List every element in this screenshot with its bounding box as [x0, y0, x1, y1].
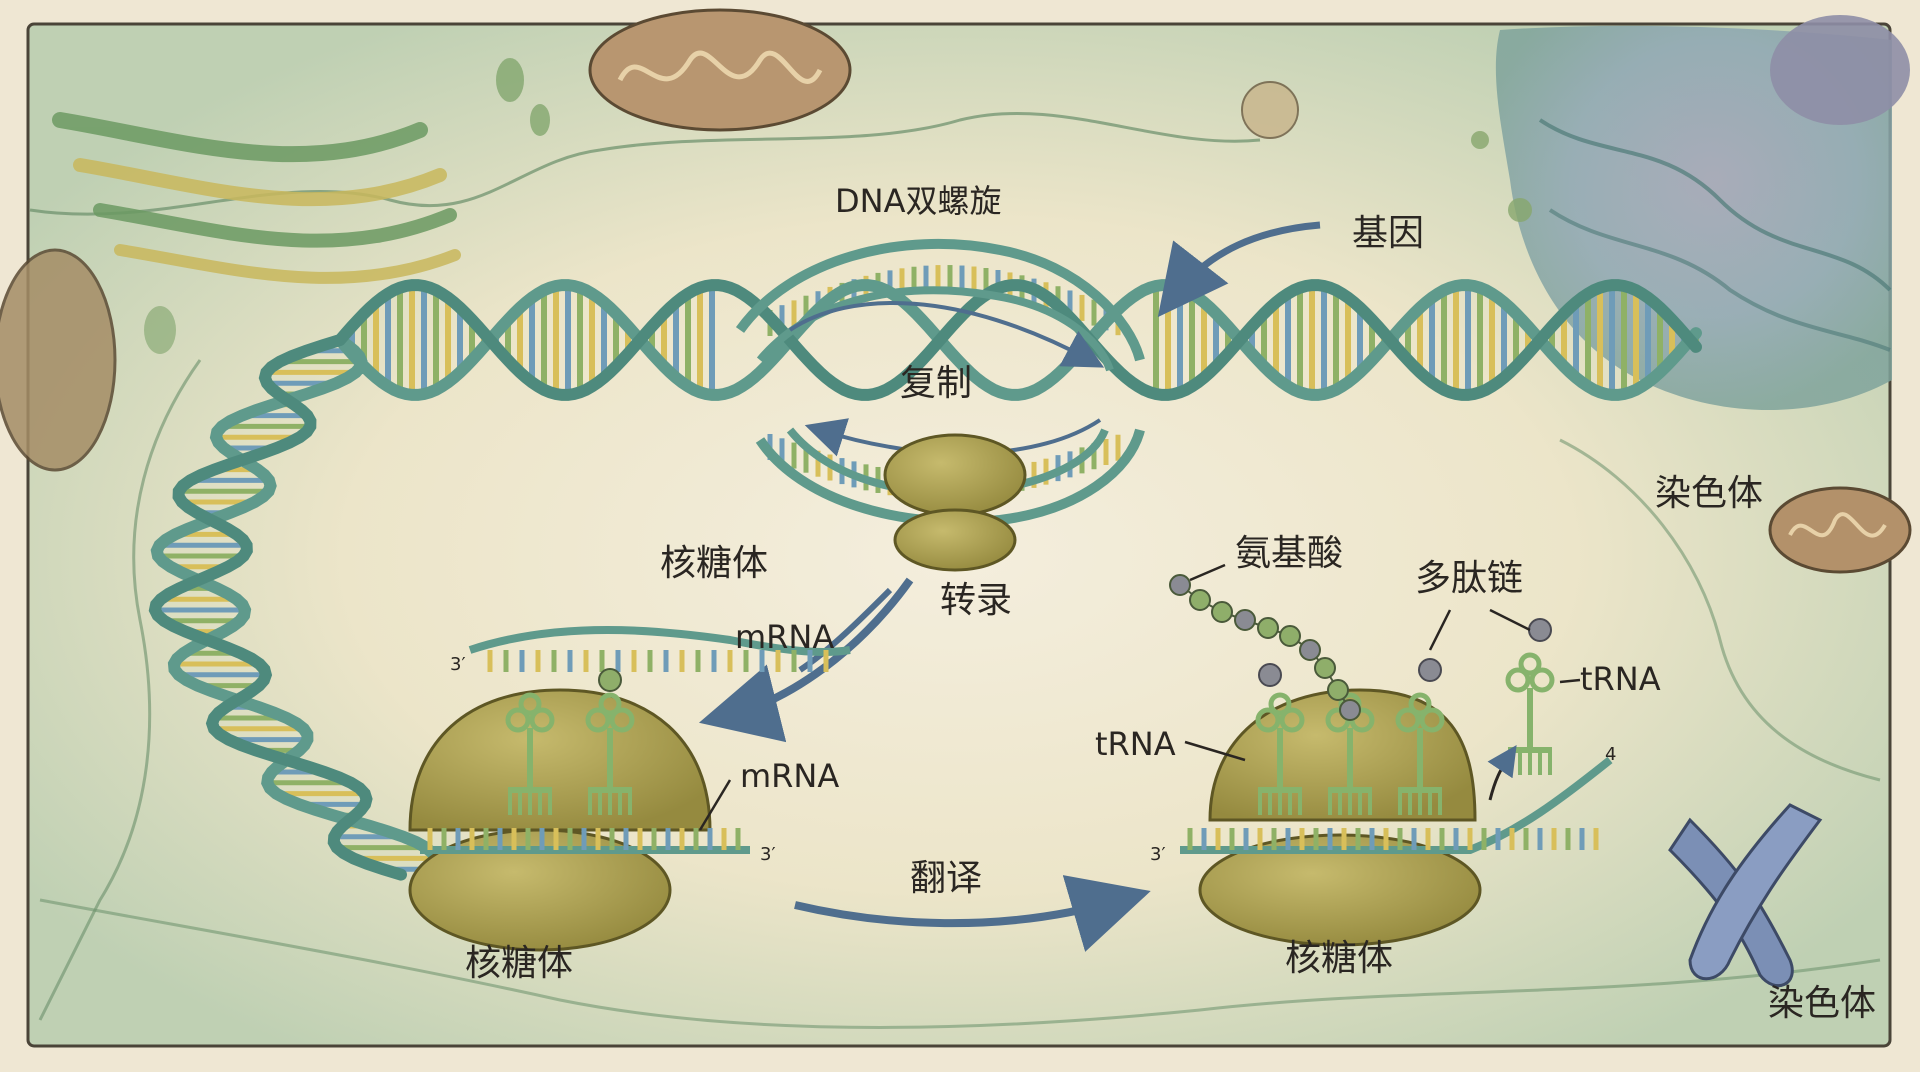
amino-acid-ball: [1189, 589, 1211, 611]
amino-acid-ball: [1314, 657, 1336, 679]
amino-acid-ball: [1327, 679, 1349, 701]
trna-loop: [1408, 692, 1432, 716]
label-trna-right: tRNA: [1580, 660, 1661, 698]
amino-acid-ball: [1258, 663, 1282, 687]
label-ribosome-left: 核糖体: [465, 943, 573, 984]
amino-acid-chain: [1169, 574, 1361, 721]
membrane-bottom: [39, 898, 1881, 1029]
label-polypeptide: 多肽链: [1415, 558, 1523, 599]
amino-acid-free: [1418, 658, 1442, 682]
central-ribosome: [883, 433, 1027, 572]
vesicle: [530, 104, 550, 136]
trna-loop: [1529, 667, 1555, 693]
mrna-strand-free: [468, 626, 851, 672]
trna-loop: [1419, 707, 1445, 733]
leader-polypeptide: [1428, 608, 1531, 651]
leader-amino-acid: [1189, 563, 1226, 582]
label-prime-c: 3′: [1150, 844, 1166, 865]
amino-acid-free: [1528, 618, 1552, 642]
amino-acid-ball: [1169, 574, 1191, 596]
amino-acid-ball: [1299, 639, 1321, 661]
trna-loop: [1279, 707, 1305, 733]
label-mrna-strand: mRNA: [735, 618, 834, 656]
trna-loop: [585, 707, 611, 733]
trna-loop: [598, 692, 622, 716]
label-translation: 翻译: [910, 858, 982, 899]
vesicle: [144, 306, 176, 354]
amino-acid-ball: [1339, 699, 1361, 721]
golgi-apparatus: [52, 112, 461, 284]
dna-backbone-a: [150, 279, 1702, 881]
chromosome-icon: [1668, 803, 1823, 988]
label-transcription: 转录: [940, 580, 1012, 621]
amino-acid-ball: [1234, 609, 1256, 631]
leader-trna-right: [1559, 678, 1581, 684]
trna-loop: [1268, 692, 1292, 716]
left-mrna: [420, 828, 750, 854]
gene-arrow: [1157, 221, 1321, 318]
label-chromosome-upper: 染色体: [1655, 473, 1763, 514]
amino-acid-ball: [1211, 601, 1233, 623]
mitochondrion-right: [1768, 486, 1912, 574]
trna-loop: [1518, 652, 1542, 676]
amino-acid-ball: [1279, 625, 1301, 647]
vesicle: [1508, 198, 1532, 222]
right-mrna: [1180, 756, 1613, 854]
trna-loop: [609, 707, 635, 733]
release-arrow: [1487, 745, 1517, 801]
label-replication: 复制: [900, 363, 972, 404]
vesicle: [496, 58, 524, 102]
trna-loop: [1395, 707, 1421, 733]
nucleus: [1495, 15, 1910, 411]
membrane-left: [38, 359, 202, 1021]
label-prime-a: 3′: [450, 654, 466, 675]
leader-mrna-ribosome: [698, 779, 732, 831]
dna-backbone-b: [148, 279, 1702, 881]
vesicle: [1471, 131, 1489, 149]
left-trnas: [505, 668, 635, 815]
amino-acid-ball: [1257, 617, 1279, 639]
replication-arrow-top: [788, 300, 1105, 368]
label-prime-b: 3′: [760, 844, 776, 865]
trna-loop: [529, 707, 555, 733]
vesicle: [1241, 81, 1299, 139]
label-ribosome-center: 核糖体: [660, 543, 768, 584]
membrane-right: [1559, 438, 1881, 782]
label-prime-d: 4: [1605, 744, 1616, 765]
trna-loop: [518, 692, 542, 716]
leader-trna-left: [1184, 740, 1246, 762]
trna-loop: [1505, 667, 1531, 693]
translation-arrow: [794, 875, 1151, 952]
right-trnas: [1255, 652, 1555, 815]
mitochondrion-left: [0, 248, 117, 472]
label-mrna-ribosome: mRNA: [740, 757, 839, 795]
label-gene: 基因: [1352, 213, 1424, 254]
label-trna-left: tRNA: [1095, 725, 1176, 763]
amino-acid-ball: [598, 668, 622, 692]
mitochondrion-top: [588, 8, 852, 132]
trna-loop: [505, 707, 531, 733]
label-dna-helix: DNA双螺旋: [835, 182, 1001, 220]
label-amino-acid: 氨基酸: [1235, 533, 1343, 574]
label-ribosome-right: 核糖体: [1285, 938, 1393, 979]
left-ribosome: [408, 688, 712, 952]
label-chromosome-lower: 染色体: [1768, 983, 1876, 1024]
trna-loop: [1255, 707, 1281, 733]
